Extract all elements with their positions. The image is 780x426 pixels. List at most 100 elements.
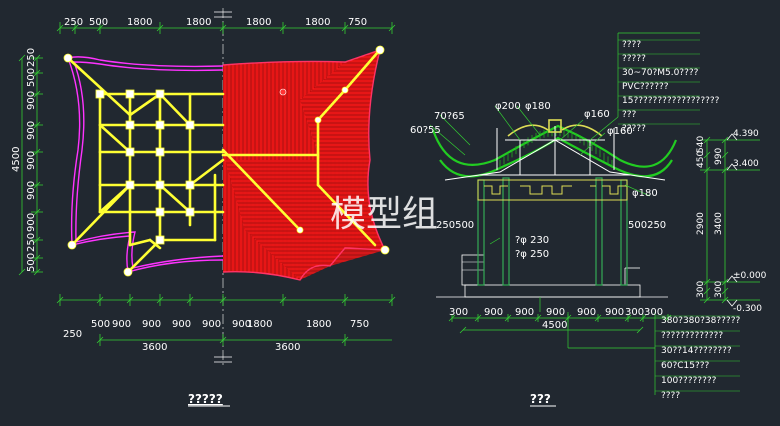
dimension-tick: [721, 278, 729, 286]
level-value: 4.390: [733, 129, 759, 139]
plan-top-dim: 500: [89, 17, 108, 28]
level-markers: [726, 133, 738, 307]
dimension-tick: [18, 54, 26, 62]
dimension-tick: [721, 287, 729, 295]
roof-beams: [444, 126, 666, 181]
plan-top-dim: 1800: [246, 17, 271, 28]
dimension-tick: [703, 287, 711, 295]
elev-right-dim: 990: [714, 148, 724, 165]
note-line: ???: [622, 110, 637, 120]
plan-bottom-dim: 900: [112, 319, 131, 330]
member-label: 70?65: [434, 111, 465, 122]
dimension-tick: [721, 296, 729, 304]
dimension-tick: [703, 296, 711, 304]
dimension-tick: [636, 326, 644, 334]
note-line: PVC??????: [622, 82, 669, 92]
member-label: φ180: [525, 101, 551, 112]
dimension-tick: [721, 151, 729, 159]
elev-bottom-dim: 900: [546, 307, 565, 318]
elev-bottom-dim: 300: [644, 307, 663, 318]
note-line: 15??????????????????: [622, 96, 720, 106]
notes-bottom: 380?380?38????? ????????????? 30??14????…: [661, 316, 740, 401]
plan-top-dim: 1800: [186, 17, 211, 28]
plan-title: ?????: [188, 392, 223, 406]
elev-right-dim: 540: [696, 136, 706, 153]
note-line: 30~70?M5.0????: [622, 68, 699, 78]
member-label: φ160: [607, 126, 633, 137]
elev-right-dim: 2900: [696, 212, 706, 235]
plan-dimension-lines: [18, 22, 396, 346]
note-line: ????: [661, 391, 680, 401]
level-value: -0.300: [733, 304, 762, 314]
elev-bottom-dim: 900: [605, 307, 624, 318]
plan-left-dim: 900: [26, 151, 37, 170]
plan-total-left: 3600: [142, 342, 167, 353]
elev-total-dim: 4500: [542, 320, 567, 331]
structure-frame: [66, 56, 225, 274]
plan-top-dim: 250: [64, 17, 83, 28]
note-line: ?????: [622, 54, 646, 64]
elev-bottom-dim: 900: [577, 307, 596, 318]
elev-right-dim: 450: [696, 151, 706, 168]
elevation-title: ???: [530, 392, 551, 406]
note-line: ?????????????: [661, 331, 723, 341]
dimension-tick: [703, 136, 711, 144]
side-dim-left: 250500: [436, 220, 474, 231]
elev-bottom-dim: 300: [625, 307, 644, 318]
elev-dimension-lines: [448, 136, 760, 334]
note-line: ????: [622, 40, 641, 50]
elev-right-dims: 450 540 990 2900 3400 300 300: [696, 136, 724, 298]
column-label: ?φ 230: [515, 235, 549, 246]
lattice-band: [477, 179, 628, 201]
plan-bottom-dim: 900: [202, 319, 221, 330]
dimension-tick: [18, 268, 26, 276]
plan-bottom-edge-dim: 250: [63, 329, 82, 340]
elev-bottom-dim: 900: [515, 307, 534, 318]
note-line: ?????: [622, 124, 646, 134]
elev-bottom-dim: 900: [484, 307, 503, 318]
note-line: 60?C15???: [661, 361, 710, 371]
elevation-text: 70?65 60?55 φ200 φ180 φ160 φ160 φ180 250…: [410, 101, 767, 331]
dimension-tick: [703, 166, 711, 174]
roof-tiles-section: [499, 128, 613, 168]
elev-right-dim: 3400: [714, 212, 724, 235]
member-label: φ160: [584, 109, 610, 120]
plan-bottom-dim: 1800: [247, 319, 272, 330]
dimension-tick: [703, 151, 711, 159]
elevation-view: 70?65 60?55 φ200 φ180 φ160 φ160 φ180 250…: [410, 32, 767, 407]
plan-dimension-text: 250 500 1800 1800 1800 1800 750 500 900 …: [63, 17, 369, 353]
joint-markers: [63, 45, 390, 277]
plan-left-total: 4500: [11, 147, 22, 172]
plan-total-right: 3600: [275, 342, 300, 353]
plan-top-dim: 1800: [305, 17, 330, 28]
plan-left-dim: 900: [26, 213, 37, 232]
note-line: 30??14????????: [661, 346, 732, 356]
notes-top: ???? ????? 30~70?M5.0???? PVC?????? 15??…: [622, 40, 720, 134]
plan-bottom-dim: 900: [172, 319, 191, 330]
plan-bottom-dim: 750: [350, 319, 369, 330]
member-label: 60?55: [410, 125, 441, 136]
dimension-tick: [721, 166, 729, 174]
elev-right-dim: 300: [696, 281, 706, 298]
watermark-text: 模型组: [330, 194, 438, 235]
level-value: 3.400: [733, 159, 759, 169]
plan-bottom-dim: 900: [232, 319, 251, 330]
plan-top-dim: 750: [348, 17, 367, 28]
elev-bottom-dim: 300: [449, 307, 468, 318]
elev-right-dim: 300: [714, 281, 724, 298]
plan-left-dim: 500: [26, 68, 37, 87]
leader-lines: [429, 32, 700, 395]
dimension-tick: [703, 278, 711, 286]
plan-bottom-dim: 900: [142, 319, 161, 330]
dimension-tick: [721, 136, 729, 144]
note-line: 380?380?38?????: [661, 316, 740, 326]
plan-left-dim: 900: [26, 91, 37, 110]
plan-left-dim: 250: [26, 48, 37, 67]
plan-bottom-dim: 1800: [306, 319, 331, 330]
level-value: ±0.000: [733, 271, 767, 281]
note-line: 100????????: [661, 376, 717, 386]
member-label: φ180: [632, 188, 658, 199]
plan-left-dim: 250: [26, 233, 37, 252]
